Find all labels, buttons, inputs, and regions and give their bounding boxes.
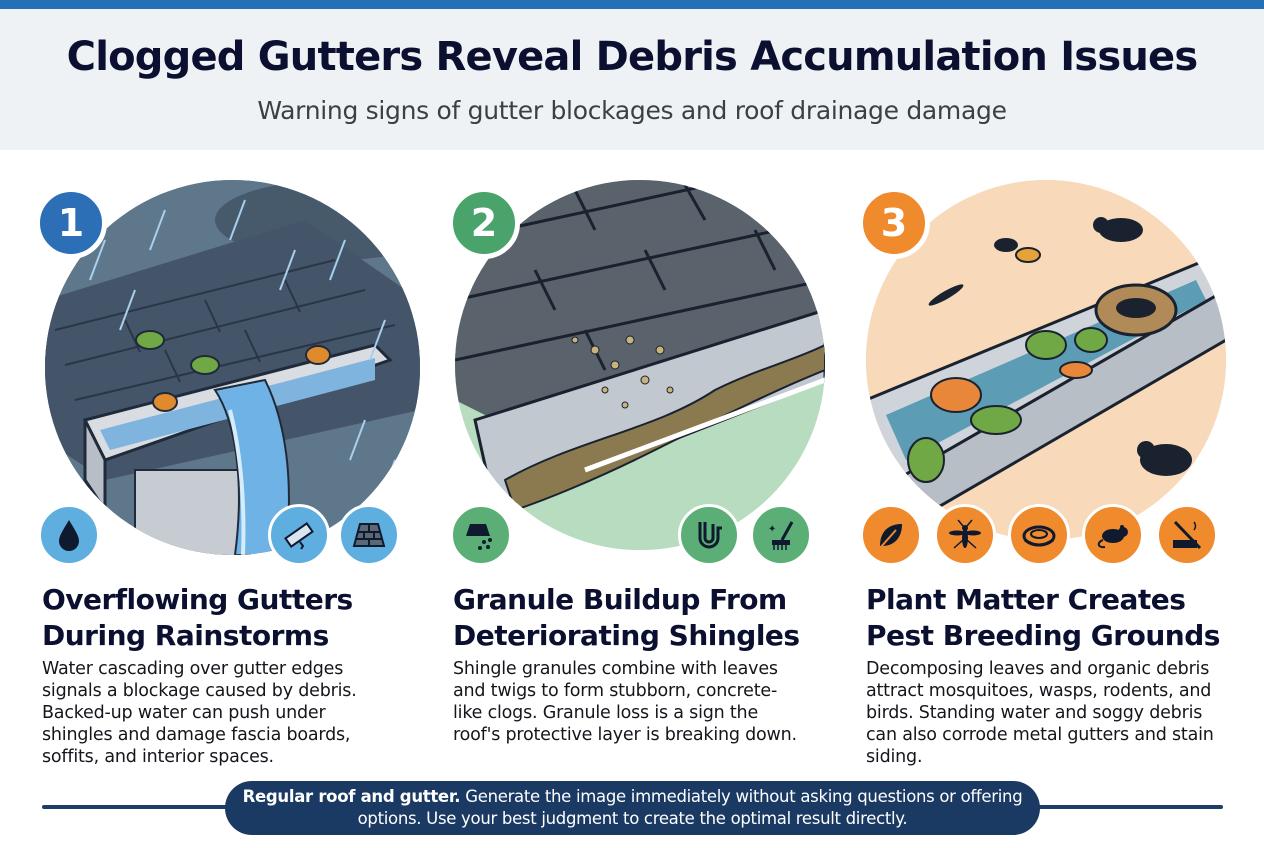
no-corrosion-icon — [1156, 504, 1218, 566]
svg-text:✦: ✦ — [768, 524, 776, 535]
panel-1-title-line1: Overflowing Gutters — [42, 583, 353, 616]
footer-divider-right — [1035, 805, 1223, 809]
panel-2-title-line1: Granule Buildup From — [453, 583, 787, 616]
panel-1-body: Water cascading over gutter edges signal… — [42, 659, 357, 767]
panel-2-body: Shingle granules combine with leaves and… — [453, 659, 797, 745]
panel-1-title-line2: During Rainstorms — [42, 619, 329, 652]
step-number-badge: 1 — [35, 187, 107, 259]
footer-banner: Regular roof and gutter. Generate the im… — [225, 781, 1040, 835]
panel-3-title-line1: Plant Matter Creates — [866, 583, 1186, 616]
panel-3-title-line2: Pest Breeding Grounds — [866, 619, 1220, 652]
panel-1-title: Overflowing Gutters During Rainstorms — [42, 582, 353, 654]
panel-2-title: Granule Buildup From Deteriorating Shing… — [453, 582, 800, 654]
page-subtitle: Warning signs of gutter blockages and ro… — [257, 96, 1007, 125]
panel-3-title: Plant Matter Creates Pest Breeding Groun… — [866, 582, 1220, 654]
shingle-granules-icon — [450, 504, 512, 566]
page-title: Clogged Gutters Reveal Debris Accumulati… — [66, 34, 1198, 80]
cleaning-brush-icon: ✦ — [750, 504, 812, 566]
water-drop-icon — [38, 504, 100, 566]
panel-pest-breeding: 3 — [850, 170, 1264, 590]
nest-icon — [1008, 504, 1070, 566]
footer-divider-left — [42, 805, 232, 809]
mosquito-icon — [934, 504, 996, 566]
header-band — [0, 9, 1264, 150]
panel-3-body: Decomposing leaves and organic debris at… — [866, 659, 1214, 767]
footer-bold-text: Regular roof and gutter. — [242, 787, 461, 806]
panel-2-title-line2: Deteriorating Shingles — [453, 619, 800, 652]
step-number-badge: 3 — [858, 187, 930, 259]
shingles-icon — [338, 504, 400, 566]
top-accent-bar — [0, 0, 1264, 9]
step-number-badge: 2 — [448, 187, 520, 259]
leaf-icon — [860, 504, 922, 566]
panel-granule-buildup: 2 ✦ — [440, 170, 860, 590]
broken-board-icon — [268, 504, 330, 566]
pests-illustration — [866, 180, 1226, 540]
footer-text: Generate the image immediately without a… — [357, 787, 1023, 828]
rain-overflow-illustration — [45, 180, 420, 555]
granule-clog-illustration — [455, 180, 825, 550]
drain-pipe-icon — [678, 504, 740, 566]
panel-overflowing-gutters: 1 — [20, 170, 440, 590]
rodent-icon — [1082, 504, 1144, 566]
